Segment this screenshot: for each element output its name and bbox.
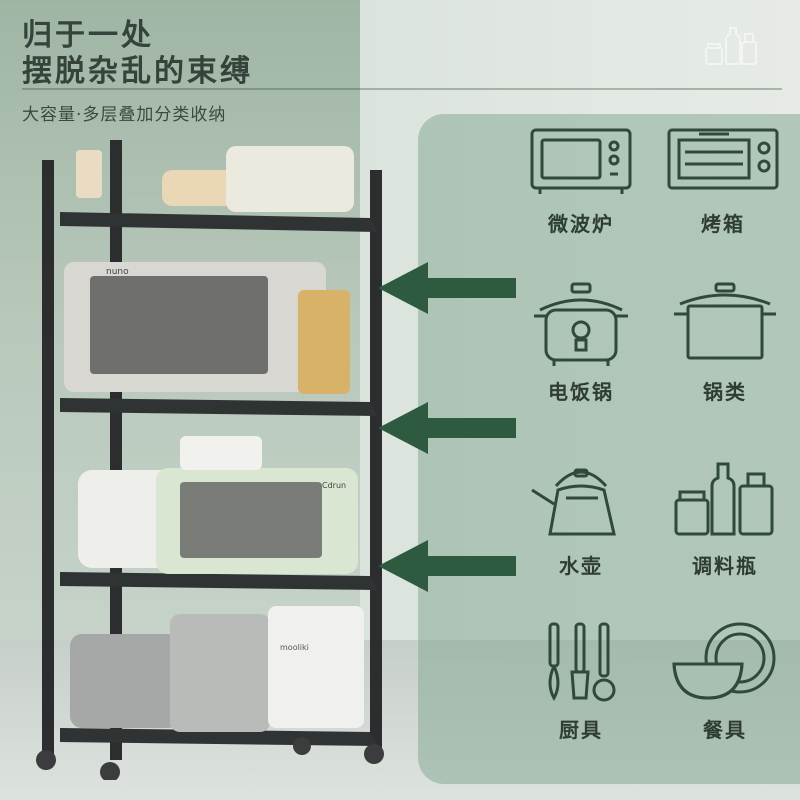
headline-subtitle: 大容量·多层叠加分类收纳 [22,105,227,125]
category-label: 微波炉 [548,212,614,236]
category-rice-cooker: 电饭锅 [516,282,646,405]
pressure-cooker-item [70,634,180,728]
arrow-left-icon [378,402,516,454]
tableware-icon [672,622,776,700]
category-label: 餐具 [703,718,747,742]
rack-shelves [60,212,378,746]
box-brand: mooliki [280,643,309,652]
category-kettle: 水壶 [516,456,646,579]
rice-cooker-icon [534,282,628,366]
category-label: 锅类 [703,380,747,404]
oven-icon [667,128,779,190]
pot-icon [674,282,776,360]
category-pot: 锅类 [660,282,790,405]
jar-item [76,150,102,198]
category-utensils: 厨具 [516,620,646,743]
shelf-rack-illustration: nuno Cdrun mooliki [36,140,384,780]
category-label: 烤箱 [701,212,745,236]
arrow-left-icon [378,262,516,314]
condiment-bottles-icon [674,462,774,536]
rack-post-front-right [370,170,382,760]
category-label: 电饭锅 [548,380,614,404]
toaster-item [226,146,354,212]
category-label: 厨具 [559,718,603,742]
headline-line-1: 归于一处 [22,18,154,53]
headline-divider [22,88,782,90]
rack-post-front-left [42,160,54,760]
rack-wheels [36,737,384,780]
stock-pot-item [170,614,270,732]
category-microwave: 微波炉 [516,124,646,237]
utensils-icon [548,622,616,702]
arrow-left-icon [378,540,516,592]
steamer-item [162,170,246,206]
category-tableware: 餐具 [660,620,790,743]
category-label: 水壶 [559,554,603,578]
category-label: 调料瓶 [692,554,758,578]
bottles-icon [705,27,757,65]
microwave-icon [530,128,632,194]
snack-jar-item [298,290,350,394]
storage-box-item [268,606,364,728]
headline-line-2: 摆脱杂乱的束缚 [22,54,253,89]
category-oven: 烤箱 [658,124,788,237]
rice-cooker-item [78,470,174,568]
oven-top-brand: nuno [106,267,129,277]
kettle-icon [531,468,616,536]
container-item [180,436,262,470]
oven-mid-brand: Cdrun [322,481,346,490]
category-condiment-bottles: 调料瓶 [660,456,790,579]
